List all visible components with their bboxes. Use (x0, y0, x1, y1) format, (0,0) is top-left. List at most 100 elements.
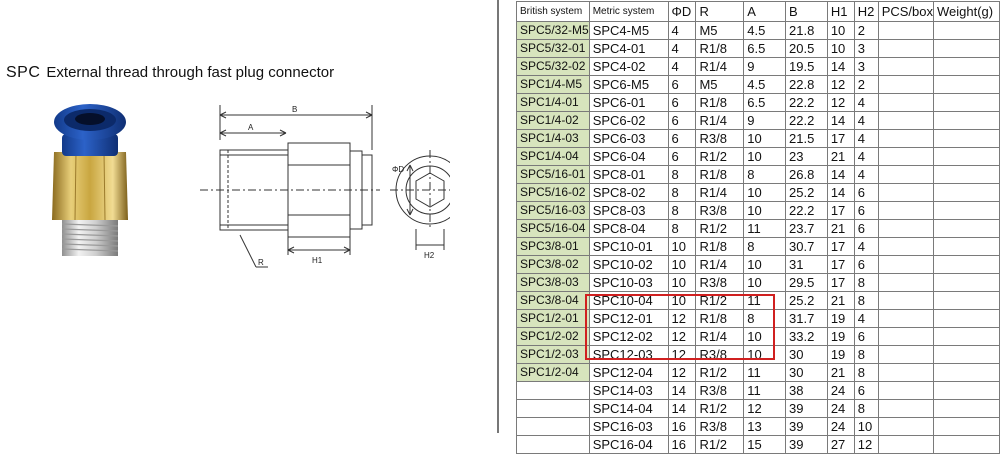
cell-r: R1/4 (695, 57, 745, 76)
cell-weight (933, 39, 1000, 58)
cell-a: 10 (743, 255, 786, 274)
header-weight: Weight(g) (933, 1, 1000, 22)
cell-weight (933, 273, 1000, 292)
cell-metric-system: SPC8-04 (588, 219, 669, 238)
cell-h2: 4 (853, 111, 879, 130)
cell-a: 10 (743, 345, 786, 364)
cell-weight (933, 399, 1000, 418)
cell-british-system: SPC3/8-03 (516, 273, 590, 292)
cell-weight (933, 183, 1000, 202)
cell-h2: 4 (853, 165, 879, 184)
cell-diameter: 16 (667, 435, 697, 454)
cell-b: 21.5 (785, 129, 828, 148)
cell-diameter: 8 (667, 201, 697, 220)
cell-metric-system: SPC12-01 (588, 309, 669, 328)
cell-a: 8 (743, 237, 786, 256)
product-code: SPC (6, 64, 41, 81)
cell-h1: 10 (826, 39, 855, 58)
cell-weight (933, 219, 1000, 238)
cell-weight (933, 75, 1000, 94)
cell-metric-system: SPC14-03 (588, 381, 669, 400)
cell-pcs-box (877, 291, 935, 310)
cell-b: 22.2 (785, 93, 828, 112)
cell-pcs-box (877, 165, 935, 184)
cell-r: R1/8 (695, 165, 745, 184)
cell-pcs-box (877, 147, 935, 166)
cell-diameter: 10 (667, 237, 697, 256)
cell-h1: 14 (826, 57, 855, 76)
cell-h2: 3 (853, 39, 879, 58)
cell-r: R1/2 (695, 399, 745, 418)
cell-b: 26.8 (785, 165, 828, 184)
cell-british-system: SPC1/4-02 (516, 111, 590, 130)
cell-h2: 6 (853, 255, 879, 274)
cell-pcs-box (877, 309, 935, 328)
cell-diameter: 4 (667, 39, 697, 58)
cell-h2: 4 (853, 129, 879, 148)
cell-pcs-box (877, 381, 935, 400)
cell-h2: 8 (853, 363, 879, 382)
cell-a: 9 (743, 111, 786, 130)
dimension-drawing: B A R H1 ΦD H2 (200, 105, 450, 268)
cell-metric-system: SPC6-03 (588, 129, 669, 148)
label-h1: H1 (312, 256, 323, 265)
cell-british-system: SPC1/2-01 (516, 309, 590, 328)
cell-h1: 21 (826, 147, 855, 166)
cell-h1: 21 (826, 291, 855, 310)
cell-a: 15 (743, 435, 786, 454)
cell-british-system (516, 435, 590, 454)
cell-r: R1/4 (695, 183, 745, 202)
cell-h2: 8 (853, 273, 879, 292)
cell-h1: 19 (826, 327, 855, 346)
cell-diameter: 12 (667, 363, 697, 382)
cell-b: 33.2 (785, 327, 828, 346)
cell-h2: 12 (853, 435, 879, 454)
header-h2: H2 (853, 1, 879, 22)
cell-h1: 10 (826, 21, 855, 40)
cell-weight (933, 93, 1000, 112)
cell-r: R1/8 (695, 93, 745, 112)
cell-weight (933, 201, 1000, 220)
cell-pcs-box (877, 111, 935, 130)
cell-british-system: SPC5/32-01 (516, 39, 590, 58)
label-h2: H2 (424, 251, 435, 260)
cell-diameter: 8 (667, 219, 697, 238)
cell-r: R3/8 (695, 129, 745, 148)
cell-metric-system: SPC8-02 (588, 183, 669, 202)
cell-weight (933, 381, 1000, 400)
cell-a: 10 (743, 273, 786, 292)
cell-a: 10 (743, 129, 786, 148)
cell-diameter: 12 (667, 309, 697, 328)
cell-a: 10 (743, 201, 786, 220)
cell-metric-system: SPC12-04 (588, 363, 669, 382)
cell-diameter: 10 (667, 273, 697, 292)
cell-pcs-box (877, 183, 935, 202)
cell-a: 10 (743, 327, 786, 346)
cell-pcs-box (877, 21, 935, 40)
cell-h2: 6 (853, 381, 879, 400)
cell-r: M5 (695, 75, 745, 94)
cell-metric-system: SPC6-M5 (588, 75, 669, 94)
header-british-system: British system (516, 1, 590, 22)
cell-british-system: SPC1/2-03 (516, 345, 590, 364)
cell-h2: 2 (853, 75, 879, 94)
cell-diameter: 12 (667, 327, 697, 346)
cell-british-system: SPC5/16-03 (516, 201, 590, 220)
cell-diameter: 4 (667, 21, 697, 40)
cell-b: 31.7 (785, 309, 828, 328)
cell-h2: 6 (853, 201, 879, 220)
cell-b: 25.2 (785, 291, 828, 310)
cell-british-system: SPC1/4-01 (516, 93, 590, 112)
fitting-photo (52, 104, 128, 256)
cell-diameter: 6 (667, 111, 697, 130)
cell-diameter: 12 (667, 345, 697, 364)
cell-british-system: SPC3/8-02 (516, 255, 590, 274)
cell-r: R1/8 (695, 309, 745, 328)
